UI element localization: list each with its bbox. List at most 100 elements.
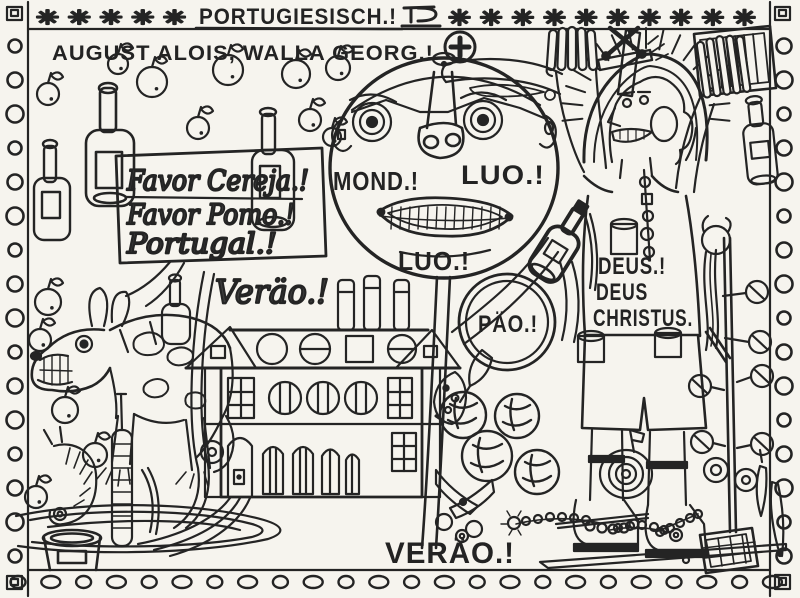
sign-line-2: Favor Pomo.! [126, 198, 295, 231]
small-rays [647, 35, 669, 61]
border-dots-bottom [9, 574, 784, 590]
outstretched-arm [440, 57, 564, 101]
upper-windows [226, 376, 414, 420]
signature-monogram-icon [400, 5, 442, 28]
border-dots-left [5, 38, 25, 564]
cup-icon [653, 326, 683, 359]
rosary-chain [500, 510, 601, 536]
donkey-teeth [39, 355, 73, 386]
bread-roll-icon [513, 448, 561, 496]
donkey-ear [110, 290, 131, 328]
deus-text: DEUS.! DEUS CHRISTUS. [593, 253, 692, 332]
sign-divider [124, 195, 304, 201]
curved-stick [140, 466, 160, 536]
apple-icon [33, 277, 65, 317]
hairline [350, 96, 546, 120]
pen-in-arm [469, 83, 545, 98]
chin-line [398, 248, 492, 258]
apple-icon [35, 71, 65, 107]
mouth-teeth [390, 206, 501, 230]
apple-icon [324, 44, 355, 82]
padlock-spiral-icon [598, 428, 654, 500]
artist-name: AUGUST ALOIS, WALLA GEORG.! [52, 42, 434, 65]
apple-icon [211, 43, 245, 87]
pencil-icon [769, 480, 785, 558]
bread-roll-icon [460, 429, 514, 483]
page-title: PORTUGIESISCH.! [199, 4, 397, 29]
page-border [5, 0, 794, 598]
brush-icon [755, 448, 768, 518]
asterisk-row-left-icon: ✳ ✳ ✳ ✳ ✳ [36, 7, 186, 29]
ringed-circle-icon [702, 456, 759, 493]
halo-icon [582, 52, 709, 164]
donkey-back [108, 313, 232, 350]
christ-head [606, 75, 698, 180]
nose [417, 70, 465, 160]
face-outline [328, 56, 560, 280]
roof-ornaments [255, 332, 418, 366]
right-arm [674, 96, 716, 194]
corner-square-icon [5, 5, 792, 591]
cup-icon [609, 217, 639, 256]
gable-window [209, 344, 227, 360]
bread-rolls [438, 390, 561, 496]
face-label-below: LUO.! [398, 246, 470, 276]
right-objects [687, 95, 785, 575]
apple-icon [280, 48, 313, 90]
donkey-head [30, 328, 112, 393]
donkey-tail [212, 414, 235, 474]
robe-lines [558, 260, 580, 344]
header: ✳ ✳ ✳ ✳ ✳ PORTUGIESISCH.! ✳ ✳ ✳ ✳ ✳ ✳ ✳ … [35, 4, 757, 68]
hair-curls [638, 75, 694, 166]
apple-icon [106, 42, 135, 76]
left-eye-icon [348, 93, 398, 143]
deus-line-1: DEUS.! [598, 253, 666, 280]
thin-stick [583, 212, 599, 292]
face-label-left: MOND.! [333, 166, 419, 196]
necklace [638, 168, 656, 262]
sign-post [124, 260, 172, 298]
dark-bottle-icon [527, 199, 590, 284]
summer-caps-label: VERÄO.! [385, 537, 515, 570]
left-hand [545, 25, 599, 72]
shorts [580, 333, 708, 432]
face-pole [420, 275, 439, 550]
apple-icon [297, 97, 327, 133]
rosary-chain [609, 519, 684, 543]
striped-worm [42, 425, 98, 526]
cross-icon [596, 28, 654, 98]
face-crown-arc [350, 75, 542, 112]
apple-icon [23, 474, 53, 510]
right-ear [538, 114, 557, 149]
bottle-icon [84, 81, 136, 208]
crossed-sticks-icon [601, 25, 647, 61]
right-eye-icon [459, 91, 508, 141]
face-label-right: LUO.! [461, 160, 545, 190]
bread-roll-icon [438, 390, 488, 440]
deus-line-2: DEUS [596, 279, 648, 306]
apple-icon [27, 317, 57, 353]
donkey-ear [88, 286, 109, 328]
apple-icon [135, 55, 169, 99]
striped-candle-pole [110, 392, 134, 548]
gable-window [422, 344, 439, 359]
house-body [219, 366, 424, 499]
bottle-icon [160, 273, 192, 346]
ball-icon [687, 363, 775, 457]
right-hand [695, 34, 752, 99]
scissors-icon [434, 468, 496, 539]
small-spiral [454, 528, 470, 544]
door [226, 436, 254, 499]
mouth [376, 196, 514, 238]
bottle-icon [32, 138, 72, 242]
lower-windows-and-door [226, 431, 418, 499]
bread-bubble-label: PÄO.! [478, 311, 538, 338]
apple-icon [185, 105, 215, 141]
sign-post [144, 261, 186, 308]
apples [23, 42, 355, 510]
donkey-spots [132, 331, 207, 410]
sign-line-1: Favor Cereja.! [126, 164, 309, 197]
bucket [41, 528, 103, 572]
carpet-beater-icon [698, 236, 760, 575]
